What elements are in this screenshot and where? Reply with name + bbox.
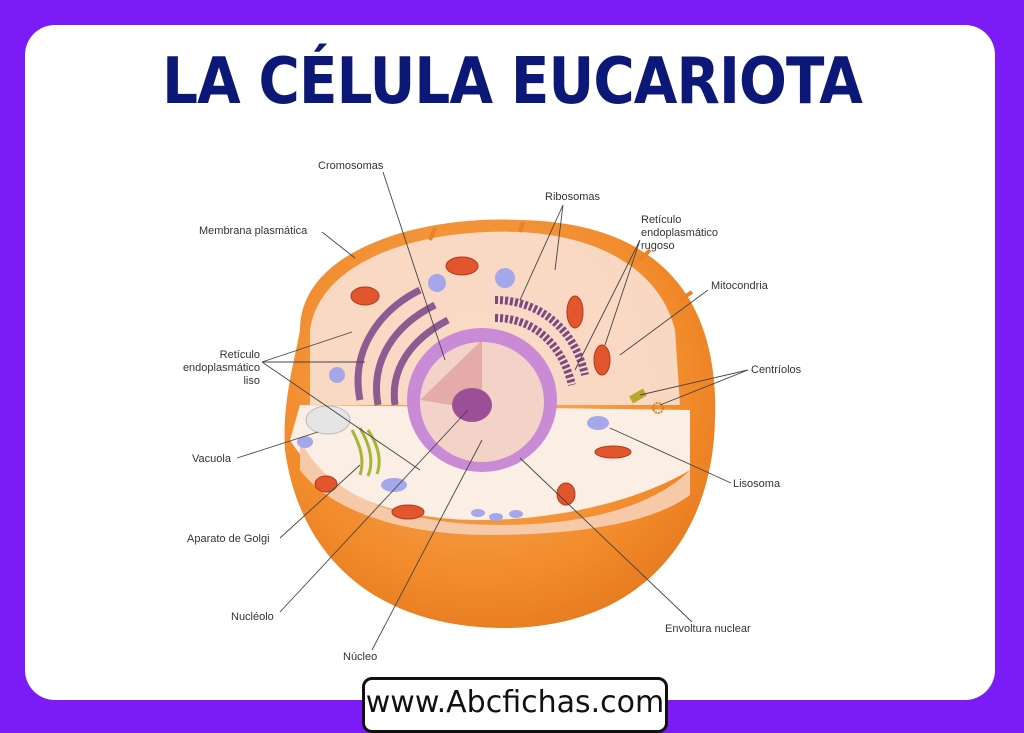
label-envoltura: Envoltura nuclear [665,623,751,635]
vacuole [305,405,351,435]
rough-er [494,296,589,387]
label-rer-1: Retículo [641,214,681,226]
label-nucleolo: Nucléolo [231,611,274,623]
label-rel-3: liso [243,375,260,387]
label-lisosoma: Lisosoma [733,478,781,490]
nucleolus [452,388,492,422]
golgi-apparatus [350,427,381,477]
centrioles [629,388,647,404]
label-nucleo: Núcleo [343,651,377,663]
page-title: LA CÉLULA EUCARIOTA [162,45,863,119]
membrane-folds [428,221,694,302]
label-cromosomas: Cromosomas [318,160,384,172]
label-rer-2: endoplasmático [641,227,718,239]
label-membrana: Membrana plasmática [199,225,308,237]
mitochondria [314,256,632,520]
label-golgi: Aparato de Golgi [187,533,270,545]
label-rel-1: Retículo [220,349,260,361]
leader-lines [236,171,749,651]
smooth-er [354,286,450,406]
label-ribosomas: Ribosomas [545,191,601,203]
label-vacuola: Vacuola [192,453,232,465]
label-centriolos: Centríolos [751,364,802,376]
label-rel-2: endoplasmático [183,362,260,374]
label-rer-3: rugoso [641,240,675,252]
lysosomes-vesicles [297,268,609,521]
label-mitocondria: Mitocondria [711,280,769,292]
